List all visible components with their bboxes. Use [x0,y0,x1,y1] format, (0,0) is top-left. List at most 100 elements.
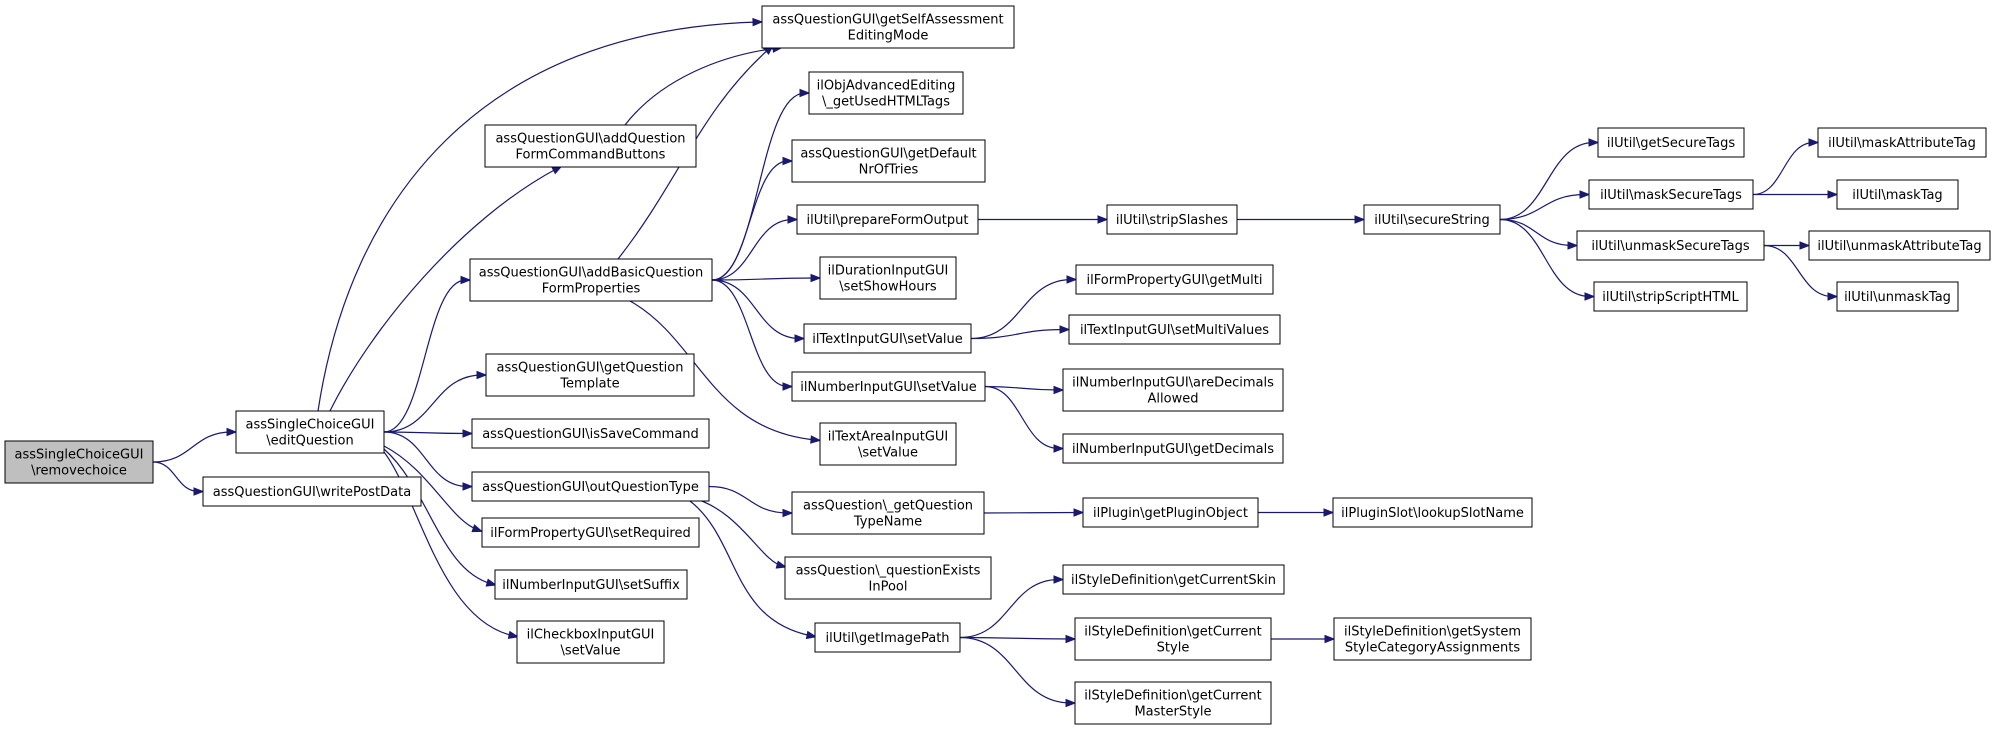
edge-n29-n33 [1270,634,1336,644]
node-n37[interactable]: ilUtil\stripScriptHTML [1593,281,1748,312]
arrowhead-icon [193,487,205,496]
arrowhead-icon [462,482,474,491]
node-label: ilUtil\unmaskSecureTags [1591,239,1750,254]
edge-n19-n27 [983,508,1085,517]
node-box [796,204,979,235]
node-box [1576,230,1765,261]
node-n24[interactable]: ilTextInputGUI\setMultiValues [1068,314,1281,345]
node-label: assQuestionGUI\addBasicQuestion [479,266,704,281]
node-n41[interactable]: ilUtil\unmaskTag [1836,281,1959,312]
edge-line [959,578,1060,639]
node-n18[interactable]: ilTextAreaInputGUI\setValue [819,422,957,466]
node-n12[interactable]: ilObjAdvancedEditing\_getUsedHTMLTags [808,71,964,115]
node-label: \setValue [561,644,621,659]
node-box [761,5,1015,49]
node-n34[interactable]: ilUtil\getSecureTags [1597,127,1745,158]
node-label: \setShowHours [839,280,937,295]
node-label: ilUtil\getImagePath [825,631,949,646]
node-box [1332,497,1533,528]
node-label: EditingMode [848,29,929,44]
arrowhead-icon [460,275,472,285]
edge-n17-n25 [984,385,1065,395]
node-label: ilUtil\stripScriptHTML [1602,290,1739,305]
node-label: ilPluginSlot\lookupSlotName [1341,506,1524,521]
edge-n8-n20 [689,496,788,569]
node-label: assQuestionGUI\writePostData [213,485,411,500]
node-n32[interactable]: ilPluginSlot\lookupSlotName [1332,497,1533,528]
node-n38[interactable]: ilUtil\maskAttributeTag [1817,127,1987,158]
arrowhead-icon [462,429,474,438]
arrowhead-icon [1073,508,1085,517]
edge-n31-n35 [1499,190,1591,221]
node-box [1068,314,1281,345]
node-n10[interactable]: ilNumberInputGUI\setSuffix [494,569,688,600]
node-n33[interactable]: ilStyleDefinition\getSystemStyleCategory… [1333,617,1532,661]
arrowhead-icon [1053,444,1065,453]
node-n16[interactable]: ilTextInputGUI\setValue [803,323,972,354]
node-n28[interactable]: ilStyleDefinition\getCurrentSkin [1062,564,1285,595]
node-box [819,256,957,300]
edge-n1-n5 [383,275,472,433]
node-box [202,476,422,507]
edge-n1-n7 [383,429,474,438]
node-box [4,440,154,484]
node-n27[interactable]: ilPlugin\getPluginObject [1082,497,1259,528]
node-n36[interactable]: ilUtil\unmaskSecureTags [1576,230,1765,261]
node-n11[interactable]: ilCheckboxInputGUI\setValue [516,620,665,664]
nodes-layer: assSingleChoiceGUI\removechoice assSingle… [4,5,1991,725]
node-n3[interactable]: assQuestionGUI\getSelfAssessmentEditingM… [761,5,1015,49]
node-n8[interactable]: assQuestionGUI\outQuestionType [471,471,710,502]
node-n15[interactable]: ilDurationInputGUI\setShowHours [819,256,957,300]
node-label: assQuestionGUI\getDefault [800,147,976,162]
node-box [819,422,957,466]
node-n17[interactable]: ilNumberInputGUI\setValue [791,371,986,402]
edge-n16-n24 [970,325,1071,340]
arrowhead-icon [1588,138,1600,147]
edge-line [1752,141,1815,196]
node-label: ilCheckboxInputGUI [527,628,655,643]
node-n9[interactable]: ilFormPropertyGUI\setRequired [481,517,700,548]
node-box [1082,497,1259,528]
node-box [1836,179,1959,210]
node-n35[interactable]: ilUtil\maskSecureTags [1588,179,1754,210]
node-n1[interactable]: assSingleChoiceGUI\editQuestion [235,410,385,454]
node-n31[interactable]: ilUtil\secureString [1363,204,1501,235]
node-box [516,620,665,664]
edge-n17-n26 [984,385,1065,453]
node-box [814,622,961,653]
node-label: InPool [869,580,908,595]
edge-line [711,279,801,340]
edge-line [383,448,493,585]
node-n4[interactable]: assQuestionGUI\addQuestionFormCommandBut… [484,124,697,168]
node-n26[interactable]: ilNumberInputGUI\getDecimals [1062,433,1284,464]
node-box [471,418,710,449]
node-label: TypeName [853,515,922,530]
node-n40[interactable]: ilUtil\unmaskAttributeTag [1808,230,1991,261]
arrowhead-icon [799,88,811,98]
arrowhead-icon [507,630,520,639]
node-box [1075,264,1274,295]
node-n0[interactable]: assSingleChoiceGUI\removechoice [4,440,154,484]
node-label: \setValue [858,446,918,461]
node-n7[interactable]: assQuestionGUI\isSaveCommand [471,418,710,449]
node-n14[interactable]: ilUtil\prepareFormOutput [796,204,979,235]
node-label: ilStyleDefinition\getCurrentSkin [1071,573,1276,588]
node-n39[interactable]: ilUtil\maskTag [1836,179,1959,210]
edge-n35-n39 [1753,190,1839,199]
node-n5[interactable]: assQuestionGUI\addBasicQuestionFormPrope… [469,258,713,302]
edge-line [1763,244,1834,298]
node-n23[interactable]: ilFormPropertyGUI\getMulti [1075,264,1274,295]
node-label: Template [559,377,619,392]
node-n21[interactable]: ilUtil\getImagePath [814,622,961,653]
edge-n14-n22 [978,215,1109,224]
node-n2[interactable]: assQuestionGUI\writePostData [202,476,422,507]
node-n22[interactable]: ilUtil\stripSlashes [1106,204,1238,235]
arrowhead-icon [805,630,818,640]
